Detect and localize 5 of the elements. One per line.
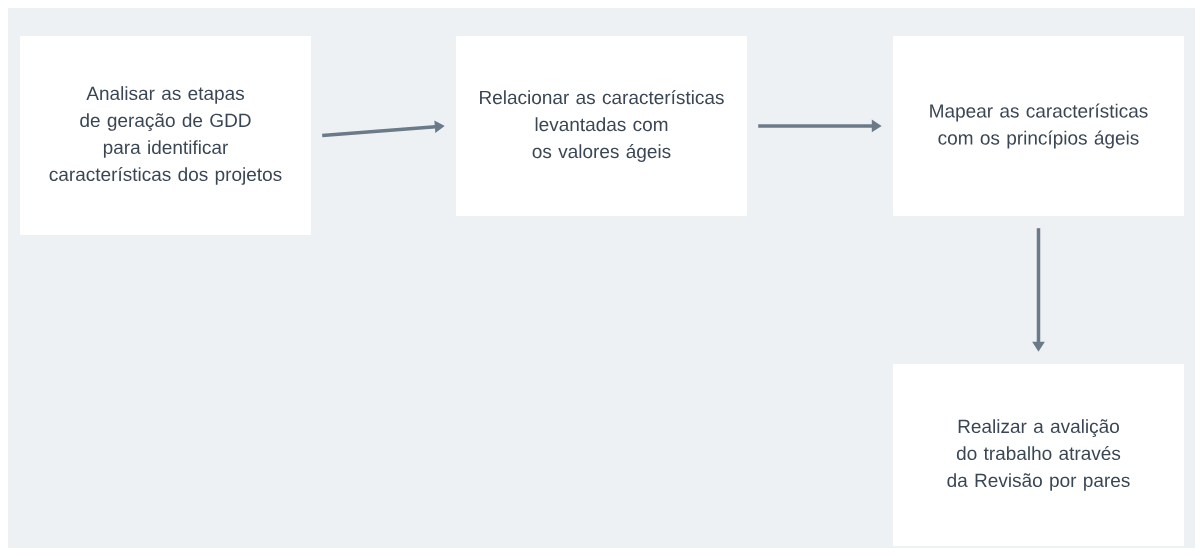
process-box: Relacionar as características levantadas com os valores ágeis <box>456 36 747 216</box>
process-box: Analisar as etapas de geração de GDD para identificar características dos projetos <box>20 36 311 235</box>
node-label: Realizar a avalição do trabalho através da Revisão por pares <box>947 419 1130 491</box>
process-box: Realizar a avalição do trabalho através da Revisão por pares <box>893 364 1184 546</box>
process-box: Mapear as características com os princípios ágeis <box>893 36 1184 216</box>
